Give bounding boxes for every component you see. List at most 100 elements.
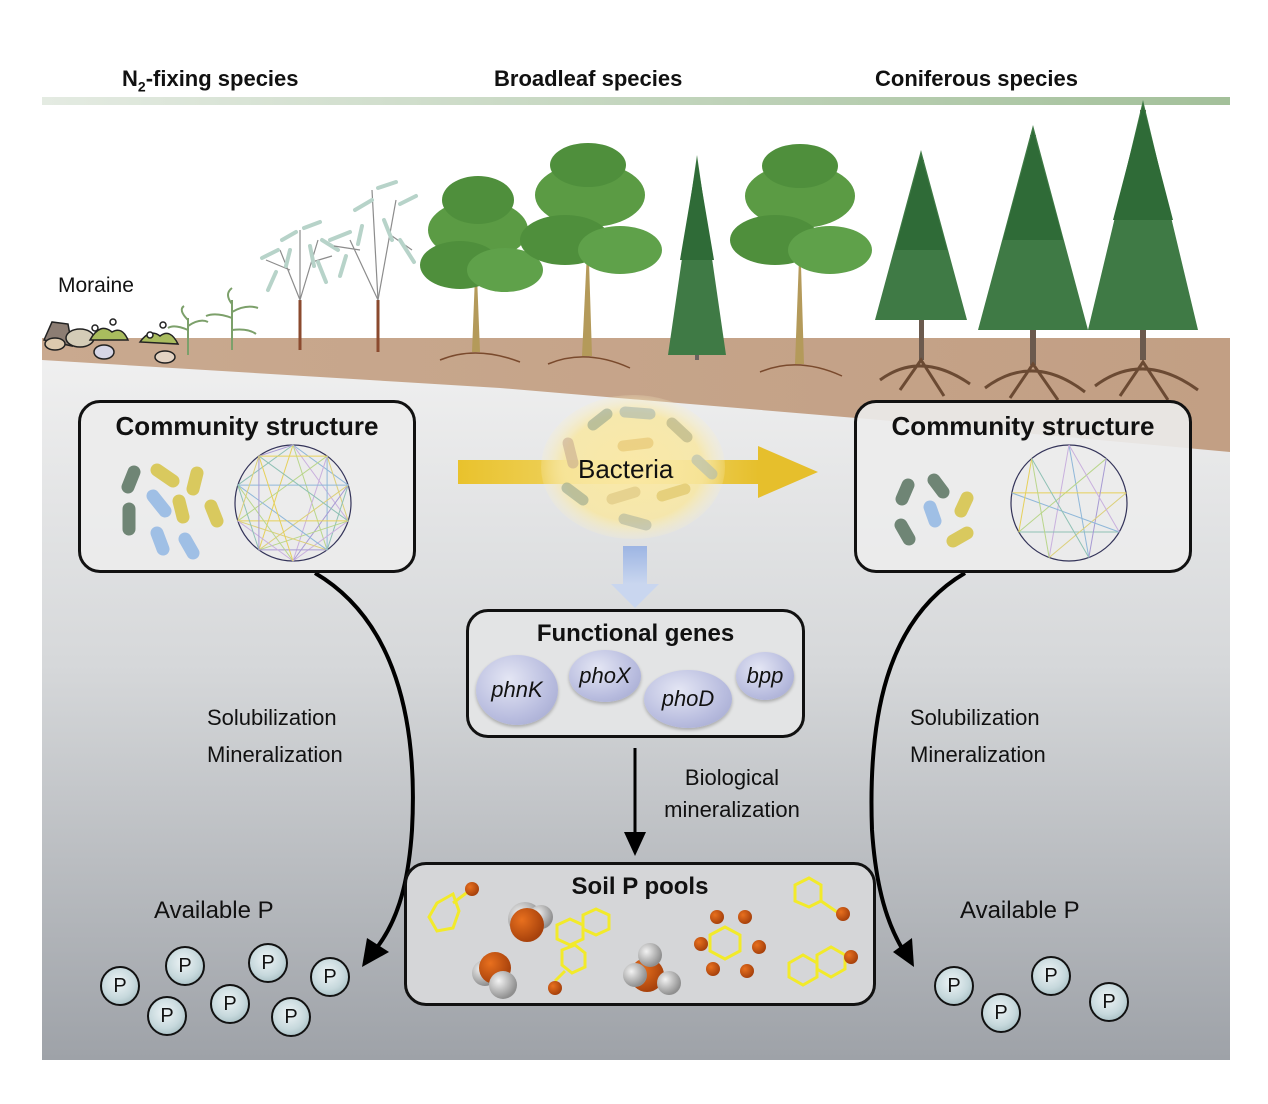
available-p-ion: P [100,966,140,1006]
n2-label-subscript: 2 [137,78,146,95]
network-edge [292,444,349,522]
network-edge [292,455,328,562]
biological-mineralization-arrow [624,748,646,856]
available-p-ion: P [310,957,350,997]
left-community-graphics [121,444,352,562]
header-coniferous-species: Coniferous species [875,66,1078,91]
network-edge [292,520,349,562]
conifer-tree [1088,100,1199,401]
moraine-rocks [42,318,180,364]
n2-fixing-seedlings [167,287,259,355]
broadleaf-tree [730,144,872,377]
header-n2-fixing-species: N2-fixing species [122,66,299,94]
network-edge [1031,458,1050,558]
network-edge [1048,492,1127,558]
bacteria-to-genes-arrow [611,546,659,608]
moraine-label: Moraine [58,274,134,297]
left-mineralization-text: Mineralization [207,742,343,767]
network-edge [237,484,328,551]
header-broadleaf-species: Broadleaf species [494,66,683,91]
network-edge [292,484,349,562]
network-edge [258,444,294,551]
left-available-p-label: Available P [154,897,274,924]
biological-mineralization-line2: mineralization [664,797,800,822]
network-edge [258,455,349,522]
right-community-structure-box: Community structure [854,400,1192,573]
gene-phox: phoX [569,650,641,702]
available-p-ion: P [165,946,205,986]
network-edge [326,455,349,522]
network-edge [237,520,328,551]
network-edge [237,484,294,562]
gene-bpp: bpp [736,652,794,700]
network-edge [237,455,328,522]
functional-genes-title: Functional genes [536,620,735,647]
network-edge [326,484,349,551]
gene-phnk: phnK [476,655,558,725]
network-edge [237,484,260,551]
functional-genes-box: Functional genes phnK phoX phoD bpp [466,609,805,738]
available-p-ion: P [1089,982,1129,1022]
n2-label-main: N [122,66,138,91]
right-mineralization-text: Mineralization [910,742,1046,767]
network-edge [258,484,349,551]
network-edge [1011,492,1120,533]
conifer-tree [875,150,971,397]
network-edge [237,455,260,522]
succession-gradient-bar [42,97,1230,105]
network-edge [1088,458,1107,558]
n2-fixing-trees [260,180,418,352]
network-edge [237,520,294,562]
gene-phod: phoD [644,670,732,728]
right-community-title: Community structure [891,411,1155,441]
right-solubilization-text: Solubilization [910,705,1040,730]
right-bacteria-cells [894,473,974,548]
conifer-tree [978,125,1088,401]
left-community-title: Community structure [115,411,379,441]
left-solubilization-text: Solubilization [207,705,337,730]
network-edge [292,444,328,551]
n2-label-rest: -fixing species [145,66,299,91]
network-edge [1068,444,1120,533]
right-available-p-label: Available P [960,897,1080,924]
broadleaf-tree [420,176,543,363]
left-community-structure-box: Community structure [78,400,416,573]
bacteria-cells [561,406,718,531]
soil-p-pools-box: Soil P pools [404,862,876,1006]
biological-mineralization-line1: Biological [684,765,780,790]
network-edge [1048,444,1070,558]
network-edge [1068,444,1090,558]
broadleaf-trees [420,143,872,377]
p-compounds [427,876,858,999]
available-p-ion: P [248,943,288,983]
right-network-circle [1010,444,1128,562]
network-outline [1010,444,1128,562]
network-edge [1018,458,1033,533]
available-p-ion: P [210,984,250,1024]
right-process-label: Solubilization Mineralization [910,699,1046,773]
left-bacteria-cells [121,463,224,560]
coniferous-trees [875,100,1199,401]
network-outline [234,444,352,562]
network-edge [258,444,294,457]
left-process-label: Solubilization Mineralization [207,699,343,773]
network-edge [1018,458,1107,533]
available-p-ion: P [147,996,187,1036]
bacteria-label: Bacteria [578,454,674,484]
available-p-ion: P [981,993,1021,1033]
network-edge [1031,458,1090,558]
left-solubilization-arrow [313,571,415,967]
network-edge [258,520,349,551]
broadleaf-tree [520,143,662,369]
spruce-tree [668,155,726,360]
orange-phosphate-atoms [465,882,858,999]
network-edge [292,444,349,486]
network-edge [258,455,294,562]
network-edge [237,444,294,486]
right-community-graphics [894,444,1128,562]
available-p-ion: P [934,966,974,1006]
available-p-ion: P [271,997,311,1037]
soil-p-pools-title: Soil P pools [571,873,709,900]
biological-mineralization-label: Biological mineralization [652,762,812,826]
